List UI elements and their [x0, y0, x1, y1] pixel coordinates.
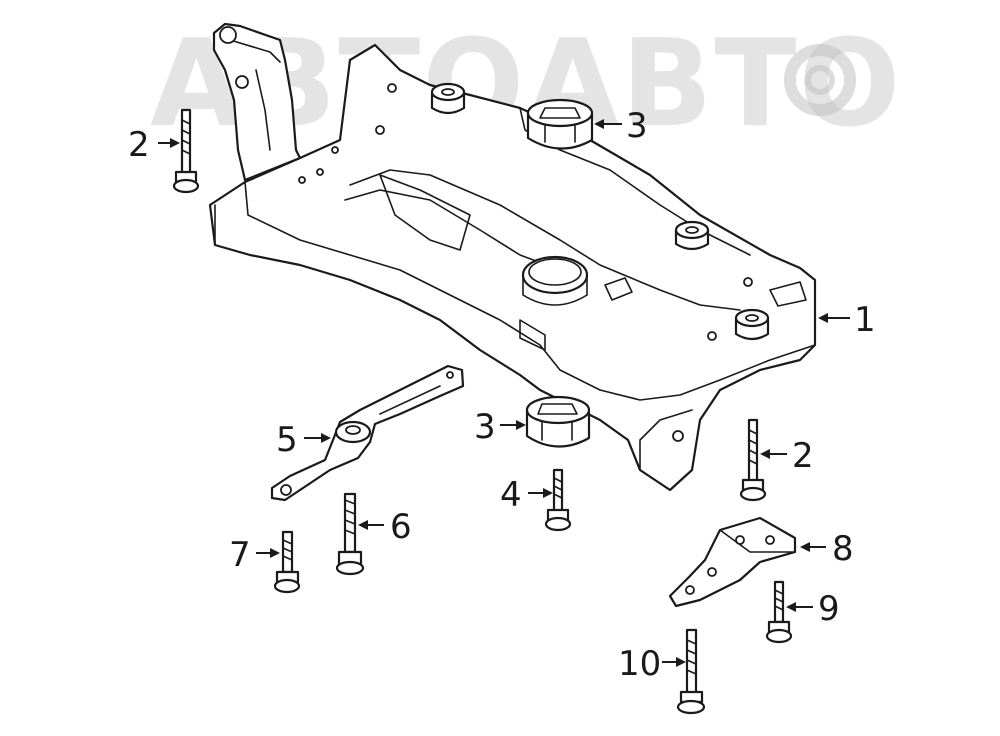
gear-icon: [784, 44, 856, 116]
callout-label-3-upper: 3: [626, 106, 648, 146]
callout-arrow: [800, 542, 826, 552]
bushing-part-3-top: [526, 98, 594, 150]
callout-label-7: 7: [229, 535, 251, 575]
callout-arrow: [594, 119, 622, 129]
callout-label-1: 1: [854, 300, 876, 340]
mount-post: [430, 82, 466, 115]
callout-label-5: 5: [276, 420, 298, 460]
callout-arrow: [662, 657, 686, 667]
callout-label-4: 4: [500, 475, 522, 515]
callout-label-9: 9: [818, 589, 840, 629]
callout-label-3-lower: 3: [474, 407, 496, 447]
callout-arrow: [256, 548, 280, 558]
bolt-part-9: [765, 580, 793, 644]
callout-arrow: [304, 433, 331, 443]
bolt-part-7: [273, 530, 301, 594]
callout-label-8: 8: [832, 529, 854, 569]
callout-arrow: [528, 488, 553, 498]
callout-arrow: [818, 313, 850, 323]
bolt-part-2-upper: [172, 108, 200, 194]
callout-arrow: [358, 520, 384, 530]
callout-arrow: [500, 420, 526, 430]
bolt-part-10: [676, 628, 706, 715]
callout-label-6: 6: [390, 507, 412, 547]
bolt-part-4: [544, 468, 572, 532]
callout-label-2-upper: 2: [128, 125, 150, 165]
bracket-part-8: [668, 516, 797, 608]
callout-arrow: [158, 138, 180, 148]
callout-label-2-lower: 2: [792, 436, 814, 476]
mount-post: [674, 220, 710, 251]
callout-label-10: 10: [618, 644, 661, 684]
mount-post: [734, 308, 770, 341]
subframe-part-1: [208, 22, 817, 492]
bushing-part-3-lower: [525, 395, 591, 448]
bolt-part-6: [335, 492, 365, 576]
torque-rod-part-5: [270, 364, 465, 502]
callout-arrow: [760, 449, 787, 459]
callout-arrow: [786, 602, 813, 612]
bolt-part-2-lower: [739, 418, 767, 502]
